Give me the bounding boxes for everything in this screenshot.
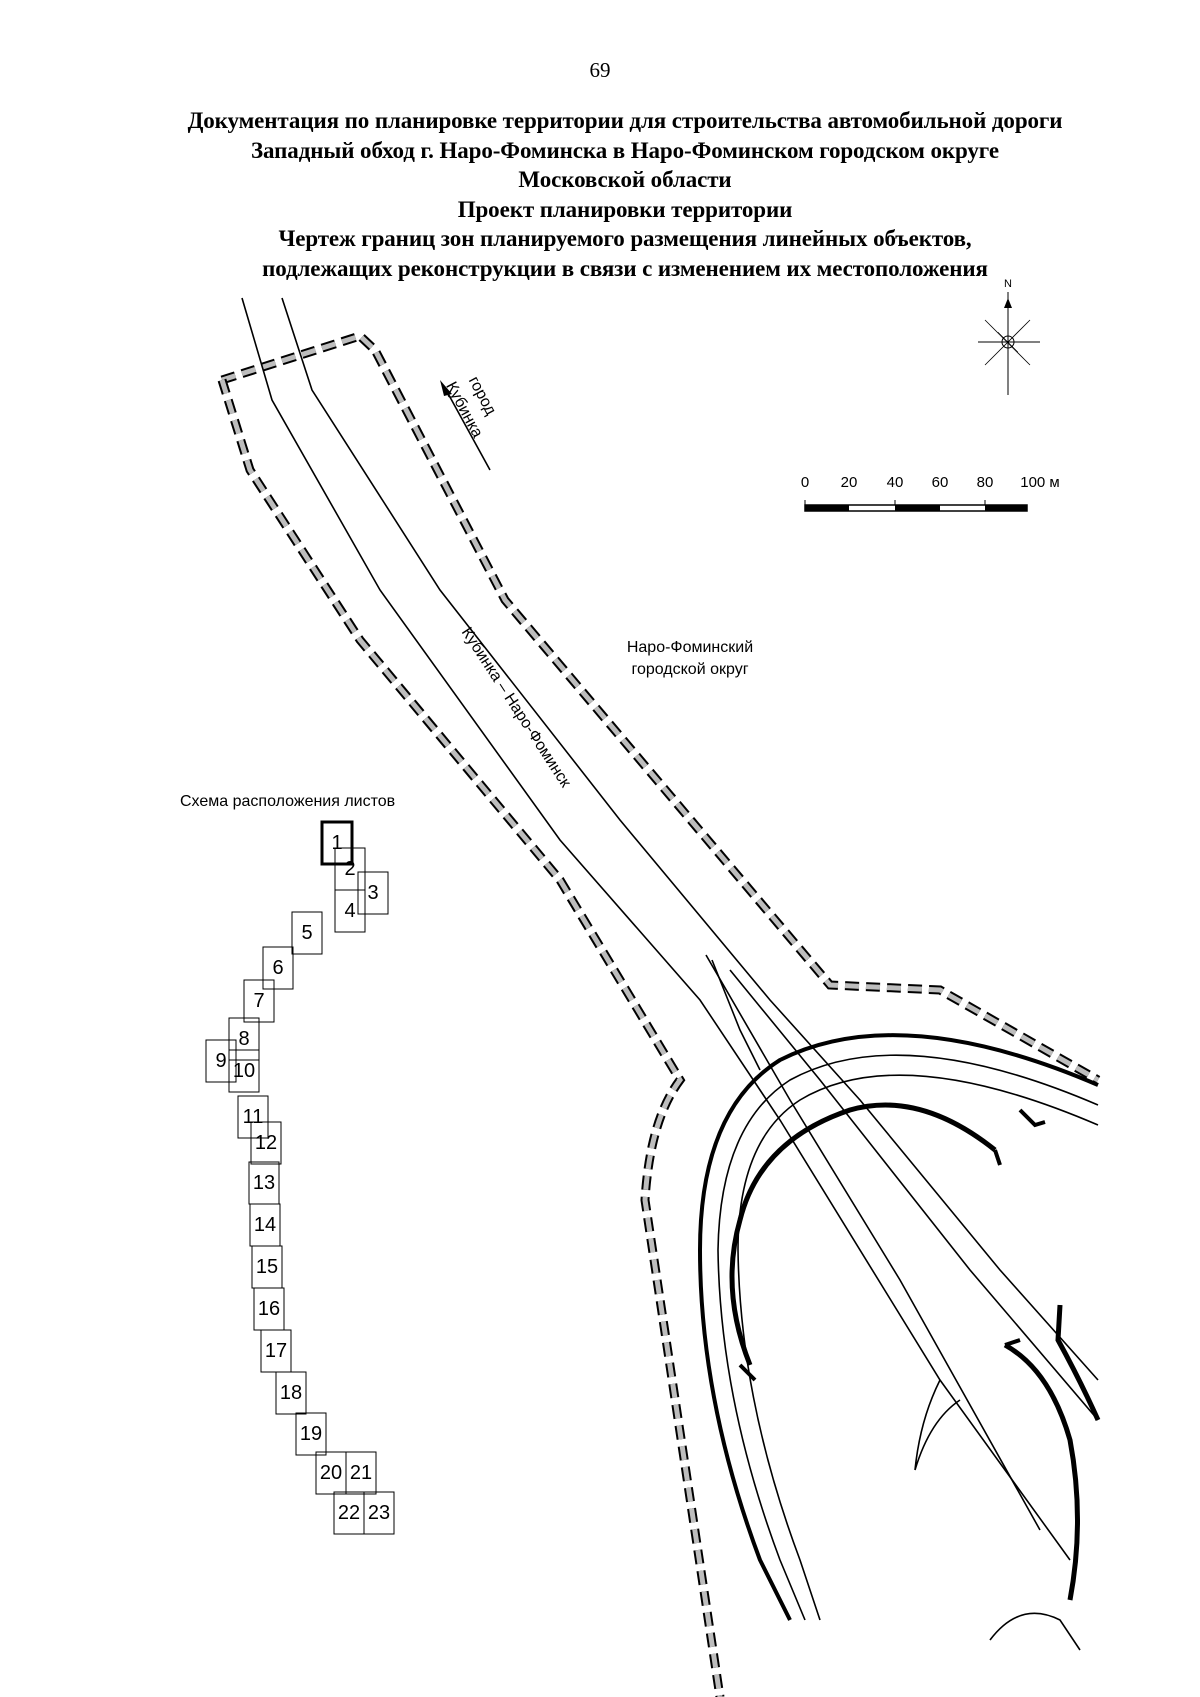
sheet-frame-10 [228, 1049, 260, 1093]
district-label-line2: городской округ [631, 661, 748, 678]
direction-arrow-head [440, 380, 452, 396]
sheet-frame-6 [262, 946, 294, 990]
sheet-frame-23 [363, 1491, 395, 1535]
road-line-left [241, 297, 1071, 1561]
sheet-number-21: 21 [350, 1462, 372, 1484]
zone-boundary-right [220, 330, 1101, 1084]
road-branch-2 [729, 969, 1099, 1421]
page-number: 69 [589, 58, 611, 82]
compass-ray-2 [997, 331, 1019, 353]
road-branch-3 [711, 959, 761, 1071]
zone-boundary-left-fill [219, 379, 723, 1697]
loop-inner-thin [737, 1074, 1099, 1621]
sheet-frame-11 [237, 1095, 269, 1139]
sheet-scheme-title: Схема расположения листов [180, 793, 395, 810]
title-line-2: Западный обход г. Наро-Фоминска в Наро-Ф… [251, 137, 999, 163]
sheet-number-13: 13 [253, 1172, 275, 1194]
scale-tick-20: 20 [841, 474, 858, 491]
scale-tick-100: 100 м [1020, 474, 1060, 491]
road-branch-1 [705, 954, 1041, 1531]
loop-teardrop [914, 1379, 961, 1471]
direction-arrow-line [444, 387, 491, 471]
sheet-number-3: 3 [367, 882, 378, 904]
sheet-frame-4 [334, 889, 366, 933]
sheet-number-14: 14 [254, 1214, 276, 1236]
sheet-number-18: 18 [280, 1382, 302, 1404]
scale-bar: 0 20 40 60 80 100 м [801, 474, 1060, 512]
sheet-number-23: 23 [368, 1502, 390, 1524]
sheet-number-16: 16 [258, 1298, 280, 1320]
sheet-number-5: 5 [301, 922, 312, 944]
interchange-loop [697, 1033, 1101, 1651]
sheet-number-10: 10 [233, 1060, 255, 1082]
scale-tick-0: 0 [801, 474, 809, 491]
compass-north-tip [1004, 298, 1012, 308]
loop-tick-3 [1018, 1108, 1046, 1128]
loop-tick-2 [993, 1149, 1002, 1166]
zone-boundary-right-fill [221, 333, 1100, 1083]
scale-seg-5 [985, 505, 1027, 511]
compass-icon: N [978, 278, 1040, 395]
scale-seg-1 [805, 505, 849, 511]
sheet-number-7: 7 [253, 990, 264, 1012]
title-line-1: Документация по планировке территории дл… [187, 108, 1063, 133]
sheet-number-4: 4 [344, 900, 355, 922]
sheet-number-22: 22 [338, 1502, 360, 1524]
road-line-right [281, 297, 1099, 1381]
title-line-6: подлежащих реконструкции в связи с измен… [262, 255, 988, 281]
sheet-number-1: 1 [331, 832, 342, 854]
bottom-ellipse [989, 1612, 1081, 1651]
loop-inner-arc [729, 1102, 997, 1366]
sheet-frame-9 [205, 1039, 237, 1083]
sheet-number-15: 15 [256, 1256, 278, 1278]
sheet-frame-21 [345, 1451, 377, 1495]
right-ramp-edge [1055, 1304, 1101, 1422]
sheet-frame-12 [250, 1121, 282, 1165]
sheet-number-17: 17 [265, 1340, 287, 1362]
title-line-3: Московской области [518, 167, 732, 192]
compass-center [1001, 335, 1015, 349]
title-line-4: Проект планировки территории [457, 196, 793, 222]
right-ramp-arc [1003, 1342, 1080, 1601]
sheet-number-20: 20 [320, 1462, 342, 1484]
district-label-line1: Наро-Фоминский [627, 639, 753, 656]
sheet-number-19: 19 [300, 1423, 322, 1445]
scale-tick-80: 80 [977, 474, 994, 491]
north-label: N [1004, 278, 1012, 290]
sheet-number-12: 12 [255, 1132, 277, 1154]
sheet-number-2: 2 [344, 858, 355, 880]
sheet-frame-5 [291, 911, 323, 955]
sheet-frame-1 [320, 820, 354, 866]
scale-seg-3 [895, 505, 940, 511]
road-label: Кубинка – Наро-Фоминск [458, 625, 575, 792]
sheet-number-8: 8 [238, 1028, 249, 1050]
document-title: Документация по планировке территории дл… [100, 106, 1150, 283]
sheet-number-9: 9 [215, 1050, 226, 1072]
road-lines [241, 297, 1099, 1561]
sheet-frame-8 [228, 1017, 260, 1061]
loop-outer-thin [717, 1054, 1099, 1621]
zone-boundary [217, 330, 1101, 1697]
direction-arrow [440, 380, 491, 471]
sheet-number-6: 6 [272, 957, 283, 979]
sheet-number-11: 11 [243, 1106, 264, 1128]
zone-boundary-left [217, 378, 725, 1697]
scale-tick-60: 60 [932, 474, 949, 491]
sheet-frame-19 [295, 1412, 327, 1456]
scale-tick-40: 40 [887, 474, 904, 491]
loop-tick-1 [738, 1363, 757, 1382]
sheet-frame-18 [275, 1371, 307, 1415]
title-line-5: Чертеж границ зон планируемого размещени… [278, 226, 972, 251]
right-ramp-tick [1004, 1338, 1021, 1347]
sheet-frame-3 [357, 871, 389, 915]
loop-outer-bold [697, 1033, 1099, 1621]
